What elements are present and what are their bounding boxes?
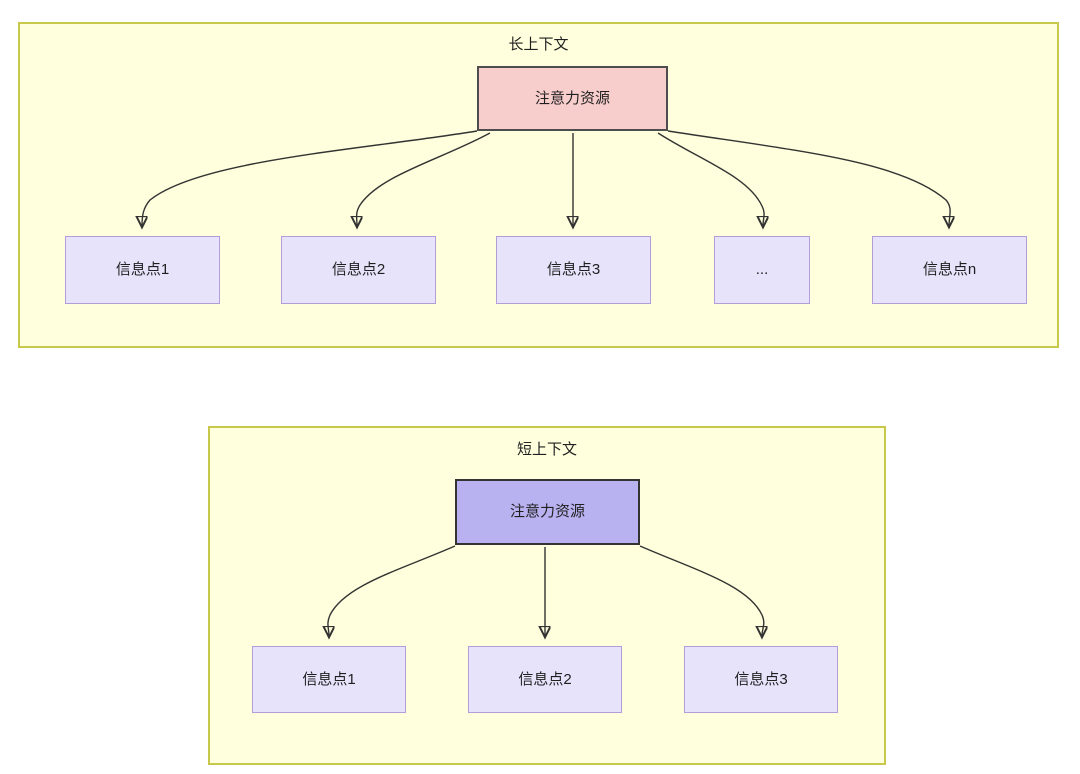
short-context-info-node-2[interactable]: 信息点2 bbox=[468, 646, 622, 713]
long-context-info-label-ellipsis: ... bbox=[755, 261, 769, 278]
short-context-info-node-3[interactable]: 信息点3 bbox=[684, 646, 838, 713]
short-context-info-node-1[interactable]: 信息点1 bbox=[252, 646, 406, 713]
short-context-attention-node[interactable]: 注意力资源 bbox=[455, 479, 640, 545]
long-context-attention-label: 注意力资源 bbox=[534, 89, 610, 107]
short-context-attention-label: 注意力资源 bbox=[509, 503, 585, 520]
long-context-info-node-ellipsis[interactable]: ... bbox=[714, 236, 810, 304]
short-context-container: 短上下文 bbox=[208, 426, 886, 765]
long-context-info-node-1[interactable]: 信息点1 bbox=[65, 236, 220, 304]
short-context-info-label-2: 信息点2 bbox=[518, 670, 572, 688]
long-context-info-node-n[interactable]: 信息点n bbox=[872, 236, 1027, 304]
long-context-info-node-3[interactable]: 信息点3 bbox=[496, 236, 651, 304]
long-context-info-node-2[interactable]: 信息点2 bbox=[281, 236, 436, 304]
short-context-title: 短上下文 bbox=[516, 441, 577, 458]
long-context-info-label-2: 信息点2 bbox=[331, 261, 386, 278]
long-context-attention-node[interactable]: 注意力资源 bbox=[477, 66, 668, 131]
long-context-info-label-n: 信息点n bbox=[922, 261, 977, 278]
long-context-info-label-3: 信息点3 bbox=[546, 261, 601, 278]
short-context-info-label-3: 信息点3 bbox=[734, 670, 788, 688]
long-context-title: 长上下文 bbox=[508, 36, 569, 53]
long-context-info-label-1: 信息点1 bbox=[115, 261, 170, 278]
short-context-info-label-1: 信息点1 bbox=[302, 670, 356, 688]
